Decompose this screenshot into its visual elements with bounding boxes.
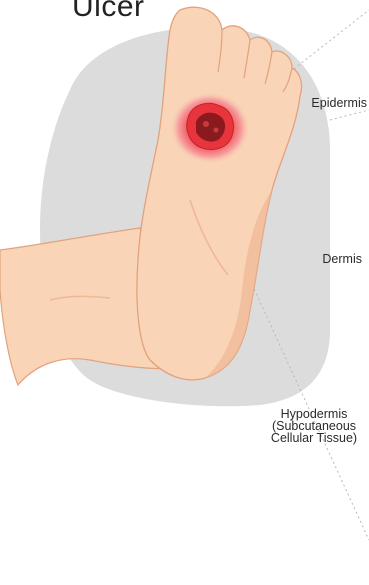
ulcer-lesion bbox=[170, 92, 250, 164]
label-epidermis: Epidermis bbox=[311, 96, 367, 110]
diagram-title: Ulcer bbox=[72, 0, 145, 24]
label-hypodermis: Hypodermis (Subcutaneous Cellular Tissue… bbox=[264, 408, 364, 444]
label-dermis: Dermis bbox=[322, 252, 362, 266]
label-hypodermis-line3: Cellular Tissue) bbox=[264, 432, 364, 444]
